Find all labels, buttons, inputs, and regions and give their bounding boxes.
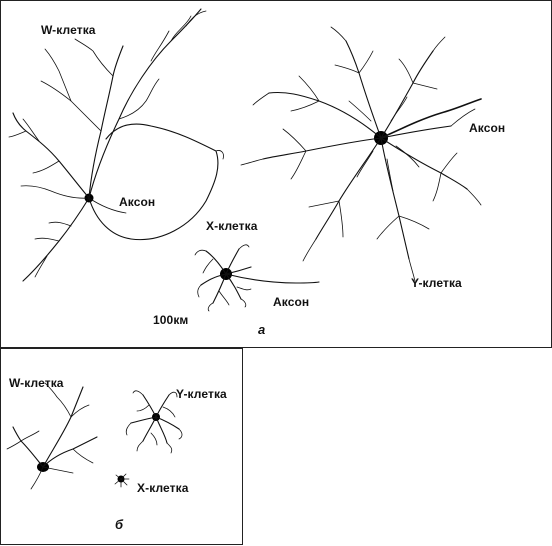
panel-b-drawing [6, 382, 183, 490]
w-cell-upper-branches [150, 10, 207, 62]
y-cell-dendrite-n [345, 40, 382, 139]
w-cell-drawing-b [6, 382, 98, 490]
x-axon-label: Аксон [273, 295, 310, 309]
panel-b-caption: б [115, 517, 124, 532]
y-cell-dendrite-w [262, 137, 382, 160]
x-cell-b-dendrites [114, 473, 130, 488]
panel-a-drawing [8, 8, 482, 312]
panel-a-caption: а [258, 322, 266, 337]
w-cell-axon-tip [215, 150, 224, 160]
y-cell-tips [240, 26, 482, 282]
y-cell-drawing-b [125, 390, 183, 454]
w-cell-side-branches [40, 38, 160, 132]
y-cell-drawing-a [240, 26, 482, 282]
y-cell-axon [380, 98, 482, 139]
w-cell-main-dendrite [88, 8, 202, 199]
y-cell-b-dendrites [130, 394, 180, 444]
x-cell-label-b: X-клетка [137, 481, 189, 495]
x-cell-drawing-b [114, 473, 130, 488]
y-cell-dendrite-s [380, 137, 410, 260]
y-cell-dendrite-e [380, 125, 452, 139]
x-cell-branches [194, 244, 252, 312]
y-axon-label: Аксон [469, 121, 506, 135]
y-cell-dendrite-se [380, 137, 468, 190]
x-cell-label-a: X-клетка [206, 219, 258, 233]
w-cell-dendrite-2 [88, 45, 124, 199]
y-cell-dendrite-ne [380, 50, 434, 139]
w-cell-label-a: W-клетка [41, 23, 96, 37]
w-cell-b-dendrite-1 [42, 386, 84, 468]
y-cell-inner-branches [348, 96, 420, 192]
w-cell-b-branches [6, 382, 94, 490]
x-cell-dendrites [200, 248, 252, 304]
w-cell-axon [88, 123, 219, 241]
w-axon-label: Аксон [119, 195, 156, 209]
y-cell-label-b: Y-клетка [176, 387, 227, 401]
w-cell-left-branches [8, 48, 72, 174]
x-cell-drawing-a [194, 244, 320, 312]
scale-label: 100км [153, 313, 189, 327]
w-cell-drawing-a [8, 8, 224, 282]
w-cell-lower-branches [34, 221, 72, 278]
w-cell-left-dendrite [12, 112, 90, 199]
panel-a: W-клетка Аксон Аксон X-клетка Аксон Y-кл… [0, 0, 552, 348]
panel-b: W-клетка Y-клетка X-клетка б [0, 348, 243, 545]
w-cell-b-dendrite-3 [12, 426, 44, 468]
y-cell-b-branches [125, 390, 183, 454]
w-cell-short-dendrites [20, 185, 127, 214]
y-cell-branches [282, 50, 476, 240]
x-cell-axon [225, 273, 320, 284]
y-cell-label-a: Y-клетка [411, 276, 462, 290]
w-cell-label-b: W-клетка [9, 376, 64, 390]
w-cell-lower-dendrite [22, 197, 90, 282]
